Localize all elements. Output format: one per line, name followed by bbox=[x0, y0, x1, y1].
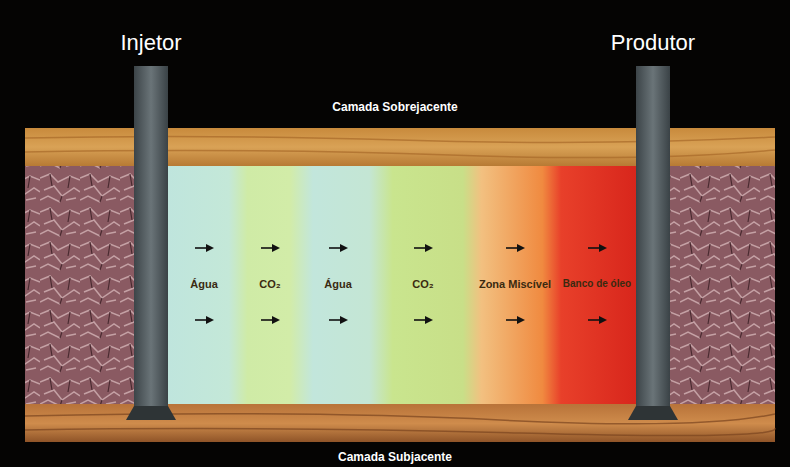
fluid-zone: Água bbox=[302, 266, 374, 302]
fluid-zone: Água bbox=[170, 266, 238, 302]
well-label: Produtor bbox=[611, 30, 695, 56]
fluid-zone: Zona Miscível bbox=[472, 266, 558, 302]
zone-label: Água bbox=[324, 278, 352, 291]
zone-label: Água bbox=[190, 278, 218, 291]
zone-label: Banco de óleo bbox=[563, 278, 631, 290]
zone-label: Zona Miscível bbox=[479, 278, 551, 291]
zone-label: CO₂ bbox=[412, 278, 433, 291]
layer-label: Camada Subjacente bbox=[338, 450, 452, 464]
fluid-zone: CO₂ bbox=[378, 266, 468, 302]
fluid-zone: Banco de óleo bbox=[560, 266, 634, 302]
zone-label: CO₂ bbox=[259, 278, 280, 291]
fluid-zone: CO₂ bbox=[240, 266, 300, 302]
well-label: Injetor bbox=[120, 30, 181, 56]
layer-label: Camada Sobrejacente bbox=[332, 100, 457, 114]
